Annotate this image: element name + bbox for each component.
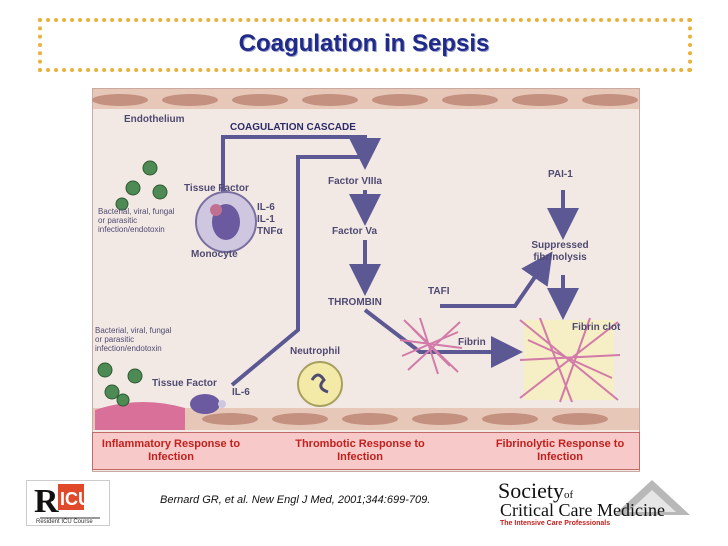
monocyte-icon — [195, 191, 257, 253]
label-factor-va: Factor Va — [332, 226, 378, 237]
label-thrombin: THROMBIN — [328, 297, 382, 308]
label-infection-top: Bacterial, viral, fungal or parasitic in… — [98, 207, 175, 234]
label-infection-bottom: Bacterial, viral, fungal or parasitic in… — [95, 326, 172, 353]
cascade-arrows — [221, 135, 579, 387]
tissue-factor-cell-icon — [190, 394, 226, 414]
endothelium-top — [92, 89, 639, 109]
sccm-tagline: The Intensive Care Professionals — [500, 520, 611, 527]
label-tafi: TAFI — [428, 286, 450, 297]
ricu-logo — [26, 480, 110, 526]
sccm-logo-icon — [614, 480, 690, 515]
fibrinolytic-response: Fibrinolytic Response to Infection — [495, 438, 625, 463]
label-il6: IL-6 — [257, 202, 275, 213]
label-tissue-factor-top: Tissue Factor — [184, 183, 249, 194]
svg-text:R: R — [34, 483, 59, 520]
label-il1: IL-1 — [257, 214, 275, 225]
page-title: Coagulation in Sepsis — [238, 30, 490, 57]
bacteria-bottom-icon — [97, 362, 143, 407]
ricu-logo-text: Resident ICU Course — [36, 519, 93, 525]
label-fibrin: Fibrin — [458, 337, 486, 348]
ricu-logo-icon: R ICU — [34, 483, 100, 520]
label-tnf: TNFα — [257, 226, 283, 237]
label-pai1: PAI-1 — [548, 169, 573, 180]
sccm-name: Critical Care Medicine — [500, 500, 665, 520]
label-coagulation-cascade: COAGULATION CASCADE — [230, 122, 356, 133]
fibrin-clot-icon — [519, 317, 621, 403]
citation: Bernard GR, et al. New Engl J Med, 2001;… — [160, 494, 431, 506]
svg-text:ICU: ICU — [60, 489, 91, 509]
sccm-society: Societyof — [498, 478, 574, 503]
label-factor-viiia: Factor VIIIa — [328, 176, 382, 187]
title-frame — [38, 18, 692, 72]
neutrophil-icon — [297, 361, 343, 407]
label-il6-bottom: IL-6 — [232, 387, 250, 398]
label-suppressed-fibrinolysis: Suppressed fibrinolysis — [531, 240, 589, 263]
inflammatory-response: Inflammatory Response to Infection — [101, 438, 241, 463]
thrombotic-response: Thrombotic Response to Infection — [295, 438, 425, 463]
bacteria-top-icon — [115, 160, 168, 211]
label-neutrophil: Neutrophil — [290, 346, 340, 357]
label-tissue-factor-bottom: Tissue Factor — [152, 378, 217, 389]
label-monocyte: Monocyte — [191, 249, 238, 260]
endothelium-bottom — [93, 401, 639, 430]
response-bar — [92, 432, 640, 470]
fibrin-mesh-icon — [399, 317, 463, 375]
label-endothelium: Endothelium — [124, 114, 185, 125]
label-fibrin-clot: Fibrin clot — [572, 322, 621, 333]
